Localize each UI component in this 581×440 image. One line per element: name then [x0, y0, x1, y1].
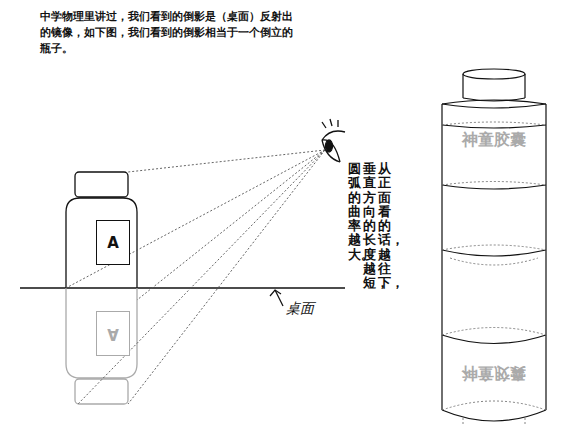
bottle-reflection: [66, 288, 137, 404]
bottle-front-view: [442, 69, 546, 421]
note-text: 中学物理里讲过，我们看到的倒影是（桌面）反射出的镜像，如下图，我们看到的倒影相当…: [40, 9, 302, 57]
label-box: A: [96, 311, 130, 356]
pointer-arrow: [270, 290, 283, 306]
brand-text: 神童胶囊: [462, 130, 526, 151]
brand-reflection: 神童胶囊: [462, 362, 526, 383]
label-letter: A: [107, 325, 119, 343]
vertical-note: 从正面看的话，越往下，: [378, 162, 391, 291]
sight-lines: [66, 150, 325, 404]
eye: [322, 119, 345, 162]
vertical-note: 圆弧的曲率越大。: [348, 162, 361, 262]
hidden-arcs: [442, 122, 546, 425]
label-letter: A: [107, 234, 119, 252]
label-box: A: [96, 220, 130, 265]
bottle: [66, 172, 137, 288]
table-line: [20, 287, 345, 288]
vertical-note: 垂直方向的长度越短，: [363, 162, 376, 291]
table-label: 桌面: [286, 300, 314, 318]
